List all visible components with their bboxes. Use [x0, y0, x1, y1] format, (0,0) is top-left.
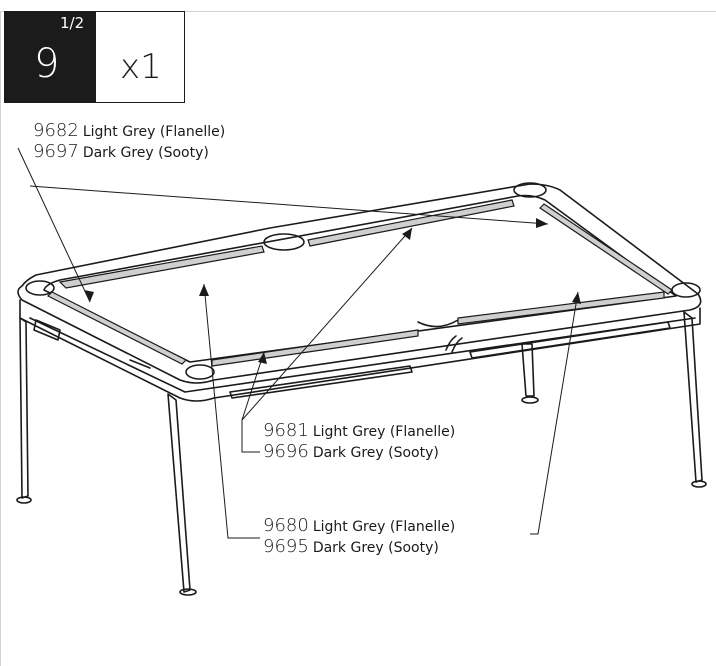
leader-line-b2 [241, 227, 413, 421]
pocket-back-middle [263, 233, 305, 251]
arrowhead-rail-left [84, 290, 94, 302]
apron-window-front-right [469, 321, 671, 359]
step-fraction: 1/2 [60, 14, 85, 32]
part-code: 9697 [33, 141, 79, 162]
pocket-back-right [513, 182, 547, 198]
leader-line-b3 [241, 351, 265, 421]
page-frame-left [0, 11, 1, 666]
part-desc: Dark Grey (Sooty) [312, 445, 439, 461]
part-desc: Dark Grey (Sooty) [312, 540, 439, 556]
part-code: 9696 [263, 441, 309, 462]
arrowhead-rail-front-left [258, 352, 267, 364]
step-badge: 1/2 9 [4, 11, 96, 103]
leg-back-right [521, 343, 535, 397]
pocket-front-left [185, 364, 215, 380]
part-desc: Light Grey (Flanelle) [82, 124, 226, 140]
apron-window-side [33, 319, 61, 341]
pocket-front-middle [417, 319, 459, 328]
foot-back-left [16, 496, 32, 504]
table-outer-rim [17, 183, 702, 384]
part-code: 9680 [263, 515, 309, 536]
part-code: 9682 [33, 120, 79, 141]
leader-line-c2 [530, 291, 579, 535]
leg-back-left [19, 317, 29, 499]
foot-front-left [179, 588, 197, 596]
leg-front-right [683, 311, 703, 483]
pocket-left [25, 280, 55, 296]
leader-line-b1 [241, 420, 260, 453]
apron-slot-side [129, 359, 151, 369]
page-frame-top [0, 11, 716, 12]
arrowhead-rail-back [402, 228, 412, 240]
quantity-box: x1 [96, 11, 185, 103]
arrowhead-rail-back-left [199, 284, 209, 296]
part-desc: Dark Grey (Sooty) [82, 145, 209, 161]
rail-left [46, 291, 188, 365]
arrowhead-rail-right [536, 218, 548, 228]
table-apron [19, 299, 701, 402]
step-number: 9 [34, 41, 60, 87]
leader-line-c1 [203, 283, 260, 539]
part-desc: Light Grey (Flanelle) [312, 424, 456, 440]
arrowhead-rail-front-right [572, 292, 581, 304]
foot-front-right [691, 480, 707, 488]
apron-window-front-left [229, 365, 413, 399]
part-code: 9681 [263, 420, 309, 441]
rail-front-left [211, 329, 419, 367]
part-code: 9695 [263, 536, 309, 557]
logo-mark [445, 335, 463, 353]
foot-back-right [521, 396, 539, 404]
quantity-label: x1 [120, 47, 162, 87]
rail-right [539, 203, 673, 295]
part-desc: Light Grey (Flanelle) [312, 519, 456, 535]
leg-front-left [167, 393, 191, 593]
table-inner-rim [43, 194, 677, 363]
rail-front-right [457, 291, 665, 325]
leader-line-a2 [29, 185, 549, 225]
leader-line-a1 [17, 147, 91, 303]
rail-back-left [58, 245, 265, 289]
rail-back-right [307, 199, 515, 247]
table-apron-lower [29, 317, 696, 393]
